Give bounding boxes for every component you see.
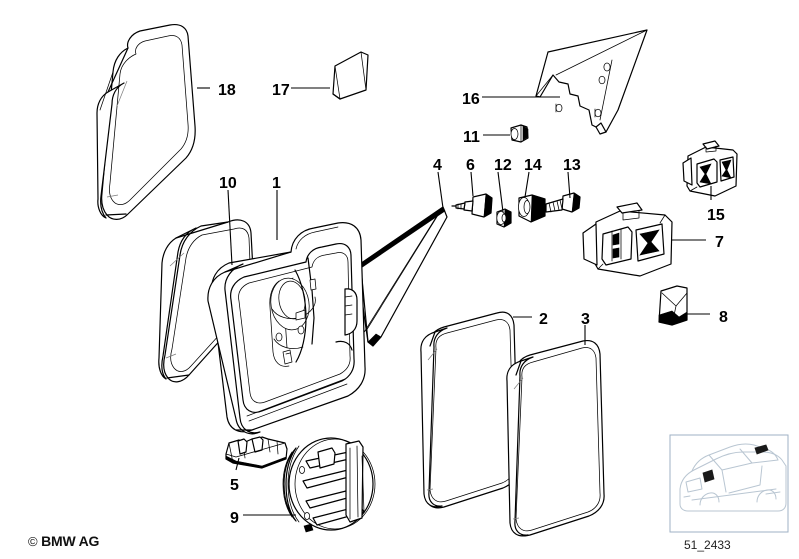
part-1-mirror-housing-assembly	[207, 222, 366, 435]
part-13-hex-screw	[540, 192, 581, 213]
copyright-notice: © BMW AG	[28, 533, 99, 549]
callout-number-12[interactable]: 12	[494, 157, 512, 174]
callout-number-1[interactable]: 1	[272, 175, 281, 192]
mirror-mechanism-detail	[269, 257, 358, 367]
part-12-washer	[496, 208, 512, 228]
callout-number-9[interactable]: 9	[230, 510, 239, 527]
copyright-label: BMW AG	[41, 533, 100, 549]
part-16-triangular-door-gasket	[535, 29, 648, 135]
part-9-mirror-drive-motor-unit	[282, 437, 376, 533]
part-11-cap-nut	[510, 124, 529, 143]
callout-number-6[interactable]: 6	[466, 157, 475, 174]
leader-line-10	[227, 189, 233, 266]
part-3-mirror-glass-heated	[506, 339, 605, 537]
leader-line-12	[497, 171, 504, 213]
callout-number-13[interactable]: 13	[563, 157, 581, 174]
callout-number-8[interactable]: 8	[719, 309, 728, 326]
leader-line-6	[470, 171, 474, 197]
callout-number-16[interactable]: 16	[462, 91, 480, 108]
part-18-mirror-frame-outer-trim	[96, 23, 196, 220]
callout-number-3[interactable]: 3	[581, 311, 590, 328]
leader-line-13	[567, 171, 571, 199]
copyright-symbol: ©	[28, 534, 38, 549]
leader-line-14	[524, 171, 530, 198]
callout-number-11[interactable]: 11	[463, 129, 480, 146]
part-4-sealing-wedge-strip	[356, 206, 448, 347]
part-5-mounting-bracket-clip	[225, 436, 288, 469]
diagram-reference-number: 51_2433	[684, 538, 731, 552]
callout-number-5[interactable]: 5	[230, 477, 239, 494]
part-15-two-way-connector-housing	[682, 140, 738, 197]
part-14-spacer-bushing	[518, 194, 546, 223]
leader-line-4	[437, 171, 444, 209]
part-2-mirror-glass-flat	[420, 311, 519, 509]
callout-number-10[interactable]: 10	[219, 175, 237, 192]
leader-line-5	[235, 457, 240, 471]
callout-number-7[interactable]: 7	[715, 234, 724, 251]
callout-number-18[interactable]: 18	[218, 82, 236, 99]
callout-number-2[interactable]: 2	[539, 311, 548, 328]
part-17-flat-pad-insert	[332, 51, 369, 100]
part-8-connector-cap-seal	[658, 285, 688, 326]
callout-number-14[interactable]: 14	[524, 157, 542, 174]
callout-number-17[interactable]: 17	[272, 82, 290, 99]
part-7-connector-housing-large	[582, 202, 673, 277]
callout-number-15[interactable]: 15	[707, 207, 725, 224]
part-6-threaded-stud-bolt	[451, 193, 493, 218]
callout-number-4[interactable]: 4	[433, 157, 442, 174]
